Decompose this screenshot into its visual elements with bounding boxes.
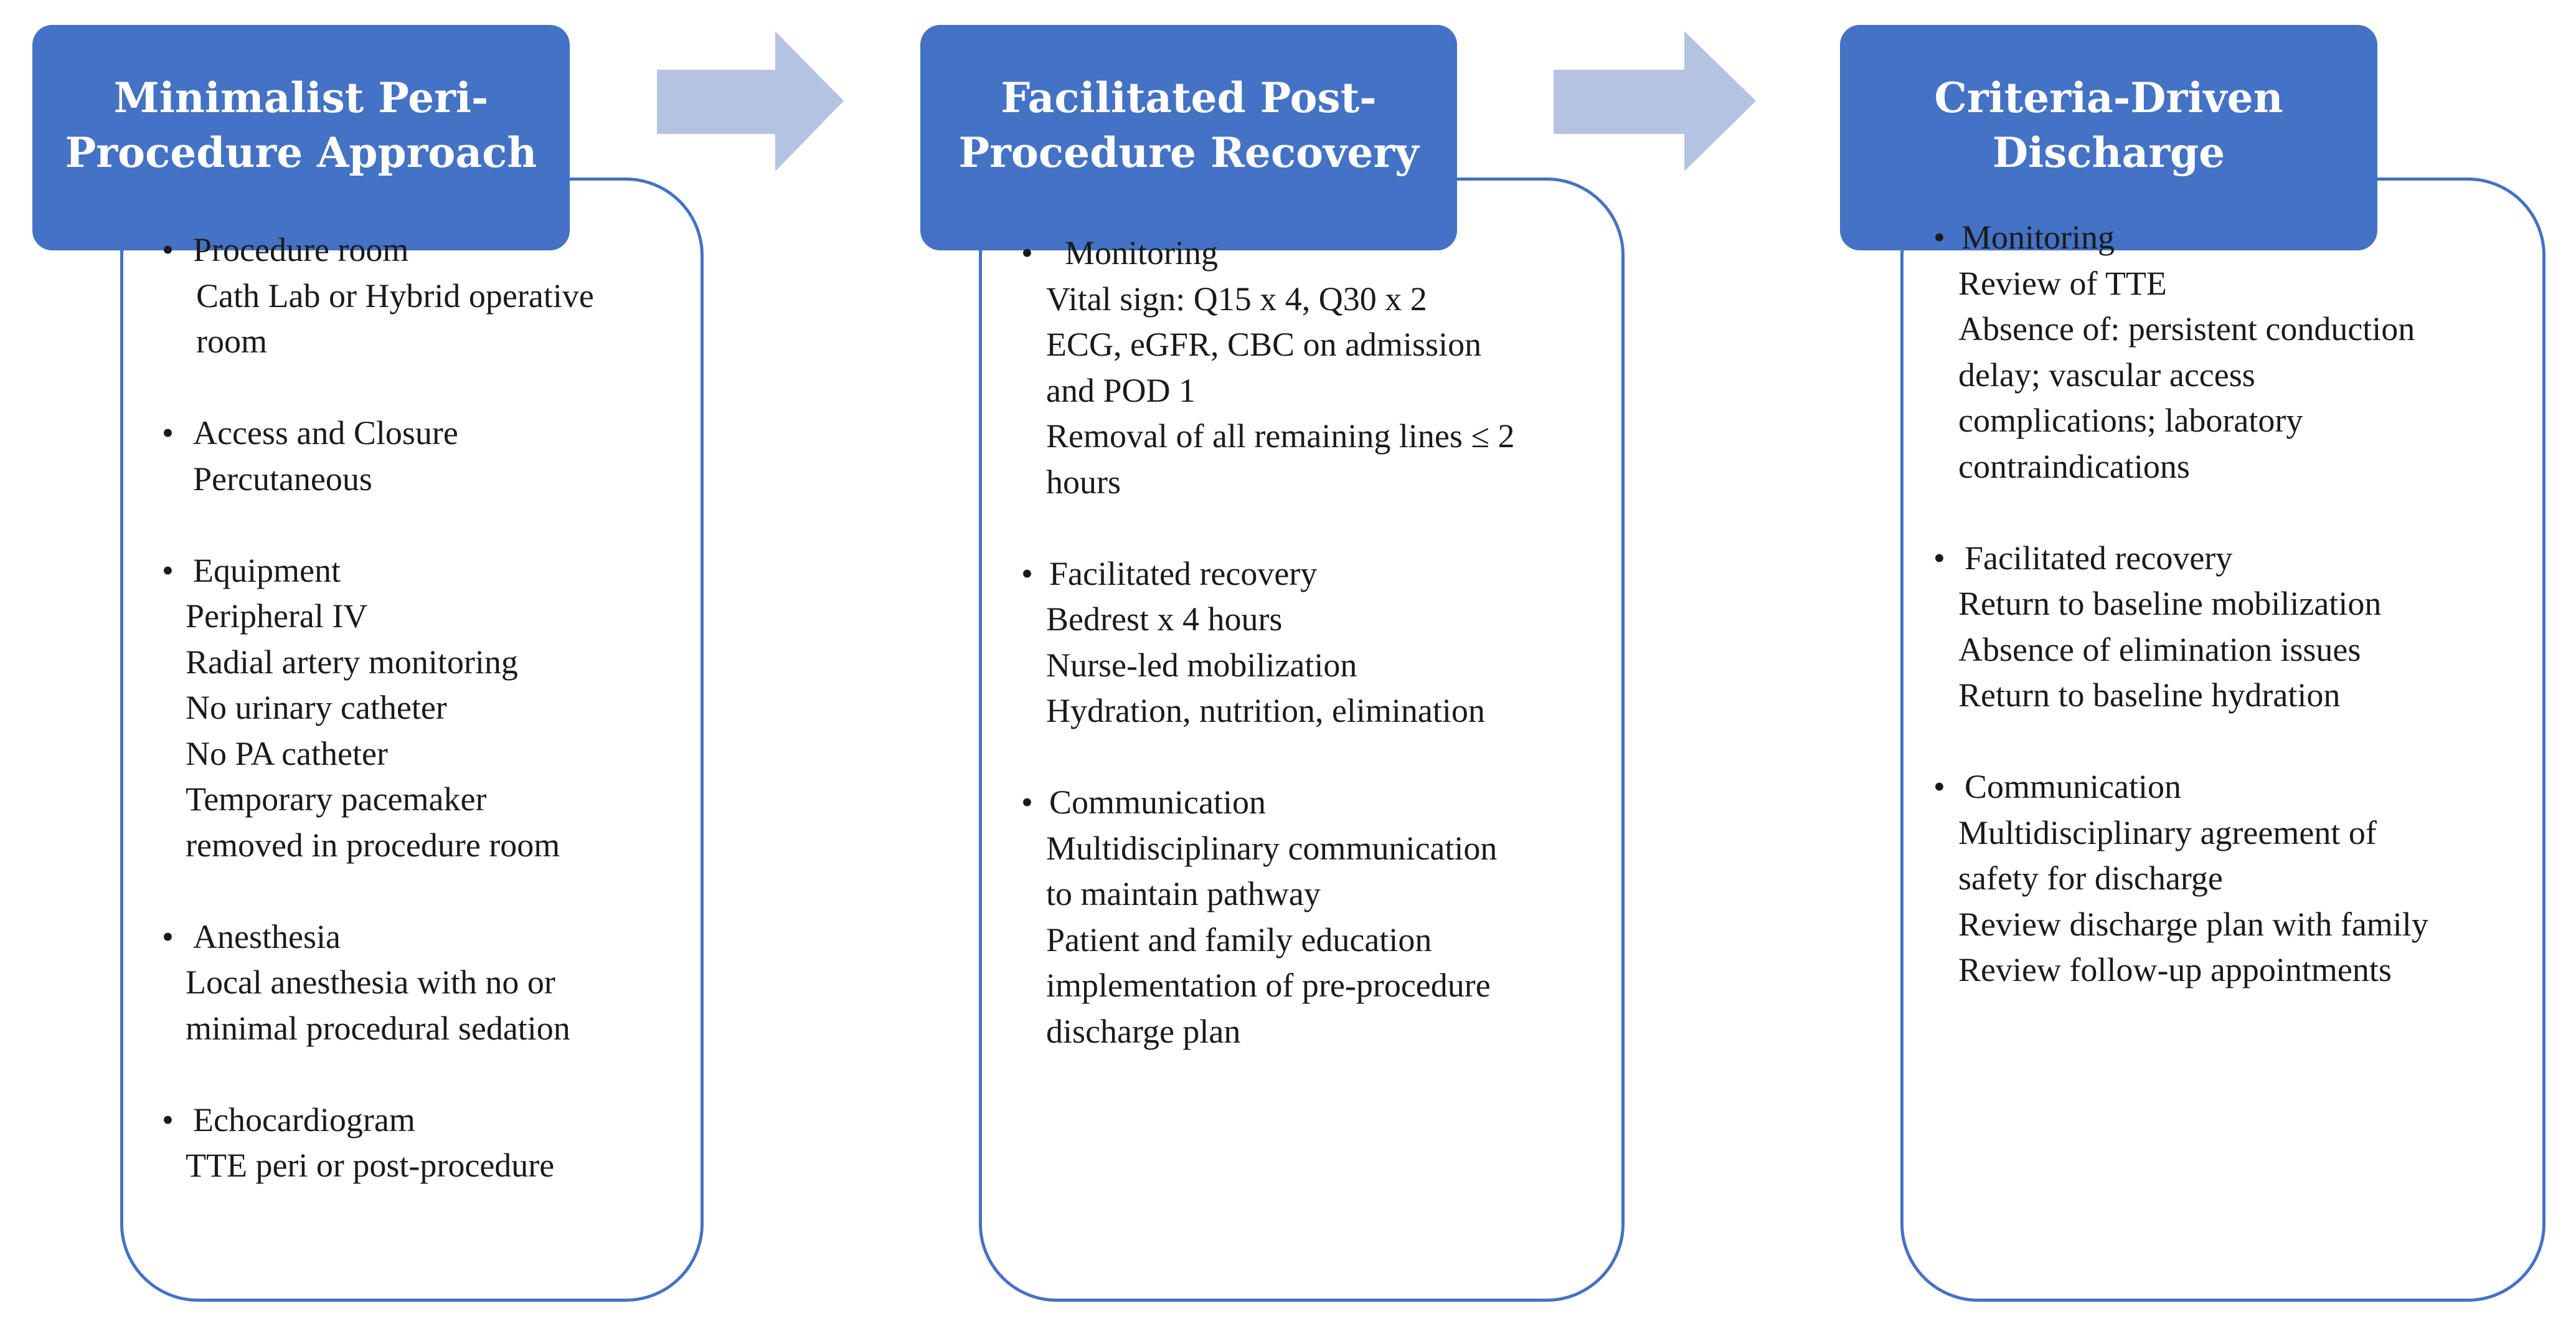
list-item: hours	[1046, 463, 1121, 501]
list-item: Return to baseline mobilization	[1958, 585, 2382, 622]
list-item: Local anesthesia with no or	[186, 964, 555, 1001]
stage-2-header: Facilitated Post- Procedure Recovery	[920, 25, 1457, 250]
stage-2-card	[979, 178, 1625, 1302]
list-item: room	[196, 323, 267, 360]
bullet-icon: •	[1933, 539, 1945, 577]
stage-1-title-line-1: Minimalist Peri-	[113, 73, 489, 122]
stage-1-section-access-closure: • Access and Closure Percutaneous	[159, 410, 694, 502]
bullet-icon: •	[162, 551, 174, 589]
list-item: Peripheral IV	[186, 597, 368, 635]
list-item: No urinary catheter	[186, 689, 447, 726]
stage-2-title-line-1: Facilitated Post-	[1001, 73, 1377, 122]
stage-1-section-anesthesia: •Anesthesia Local anesthesia with no or …	[159, 914, 694, 1052]
stage-3-section-monitoring: • Monitoring Review of TTE Absence of: pe…	[1930, 215, 2528, 490]
list-item: Removal of all remaining lines ≤ 2	[1046, 417, 1515, 455]
list-item: removed in procedure room	[186, 826, 560, 864]
stage-2-section-monitoring: • Monitoring Vital sign: Q15 x 4, Q30 x 2…	[1018, 230, 1610, 505]
list-item: Return to baseline hydration	[1958, 676, 2341, 714]
bullet-icon: •	[162, 414, 174, 452]
section-heading: Echocardiogram	[193, 1101, 415, 1139]
list-item: to maintain pathway	[1046, 875, 1321, 912]
stage-3-title-line-1: Criteria-Driven	[1934, 73, 2283, 122]
section-heading: Equipment	[193, 551, 341, 589]
list-item: Vital sign: Q15 x 4, Q30 x 2	[1046, 280, 1427, 318]
list-item: Review discharge plan with family	[1958, 905, 2428, 943]
list-item: No PA catheter	[186, 734, 388, 772]
stage-1-section-equipment: • Equipment Peripheral IV Radial artery m…	[159, 548, 694, 869]
arrow-stage1-to-stage2	[657, 31, 844, 171]
list-item: TTE peri or post-procedure	[186, 1147, 555, 1184]
stage-1-section-echocardiogram: • Echocardiogram TTE peri or post-procedu…	[159, 1097, 694, 1189]
stage-3-title-line-2: Discharge	[1992, 128, 2225, 177]
list-item: Multidisciplinary communication	[1046, 829, 1498, 867]
section-heading: Facilitated recovery	[1049, 554, 1318, 592]
stage-1-card	[120, 178, 704, 1302]
list-item: Review follow-up appointments	[1958, 951, 2392, 988]
stage-2-section-communication: • Communication Multidisciplinary communi…	[1018, 780, 1610, 1054]
stage-1-section-procedure-room: • Procedure room Cath Lab or Hybrid opera…	[159, 227, 694, 365]
list-item: and POD 1	[1046, 371, 1196, 409]
list-item: discharge plan	[1046, 1012, 1241, 1050]
list-item: safety for discharge	[1958, 860, 2223, 897]
section-heading: Monitoring	[1065, 234, 1219, 272]
stage-3-card	[1900, 178, 2545, 1302]
bullet-icon: •	[162, 917, 174, 955]
bullet-icon: •	[1021, 784, 1033, 821]
bullet-icon: •	[1933, 219, 1945, 256]
list-item: Cath Lab or Hybrid operative	[196, 277, 594, 315]
bullet-icon: •	[1021, 554, 1033, 592]
list-item: Absence of: persistent conduction	[1958, 310, 2415, 348]
list-item: Temporary pacemaker	[186, 780, 487, 818]
list-item: ECG, eGFR, CBC on admission	[1046, 326, 1482, 363]
section-heading: Facilitated recovery	[1965, 539, 2233, 577]
stage-1-header: Minimalist Peri- Procedure Approach	[32, 25, 570, 250]
list-item: Nurse-led mobilization	[1046, 646, 1357, 684]
list-item: delay; vascular access	[1958, 356, 2255, 394]
list-item: minimal procedural sedation	[186, 1009, 570, 1047]
stage-3-section-communication: • Communication Multidisciplinary agreeme…	[1930, 764, 2528, 993]
stage-2-section-facilitated-recovery: •Facilitated recovery Bedrest x 4 hours …	[1018, 551, 1610, 734]
section-heading: Access and Closure	[193, 414, 458, 452]
list-item: implementation of pre-procedure	[1046, 967, 1491, 1004]
list-item: complications; laboratory	[1958, 402, 2303, 439]
stage-3-section-facilitated-recovery: • Facilitated recovery Return to baseline…	[1930, 536, 2528, 719]
list-item: Absence of elimination issues	[1958, 630, 2361, 668]
list-item: Bedrest x 4 hours	[1046, 600, 1283, 638]
list-item: Review of TTE	[1958, 264, 2167, 302]
bullet-icon: •	[1933, 768, 1945, 805]
bullet-icon: •	[162, 231, 174, 268]
section-heading: Procedure room	[193, 231, 409, 268]
list-item: Hydration, nutrition, elimination	[1046, 692, 1485, 729]
arrow-stage2-to-stage3	[1554, 31, 1756, 171]
stage-1-content: • Procedure room Cath Lab or Hybrid opera…	[159, 227, 694, 1189]
list-item: Percutaneous	[193, 460, 372, 498]
bullet-icon: •	[162, 1101, 174, 1139]
section-heading: Communication	[1049, 784, 1266, 821]
list-item: Multidisciplinary agreement of	[1958, 813, 2377, 851]
stage-2-title-line-2: Procedure Recovery	[958, 128, 1419, 177]
stage-1-title-line-2: Procedure Approach	[65, 128, 537, 177]
list-item: Radial artery monitoring	[186, 643, 518, 681]
section-heading: Monitoring	[1961, 219, 2115, 256]
stage-3-content: • Monitoring Review of TTE Absence of: pe…	[1930, 215, 2528, 993]
stage-2-content: • Monitoring Vital sign: Q15 x 4, Q30 x 2…	[1018, 230, 1610, 1054]
stage-3-header: Criteria-Driven Discharge	[1840, 25, 2377, 250]
bullet-icon: •	[1021, 234, 1033, 272]
list-item: contraindications	[1958, 447, 2190, 485]
section-heading: Anesthesia	[193, 917, 341, 955]
list-item: Patient and family education	[1046, 921, 1432, 959]
section-heading: Communication	[1965, 768, 2181, 805]
